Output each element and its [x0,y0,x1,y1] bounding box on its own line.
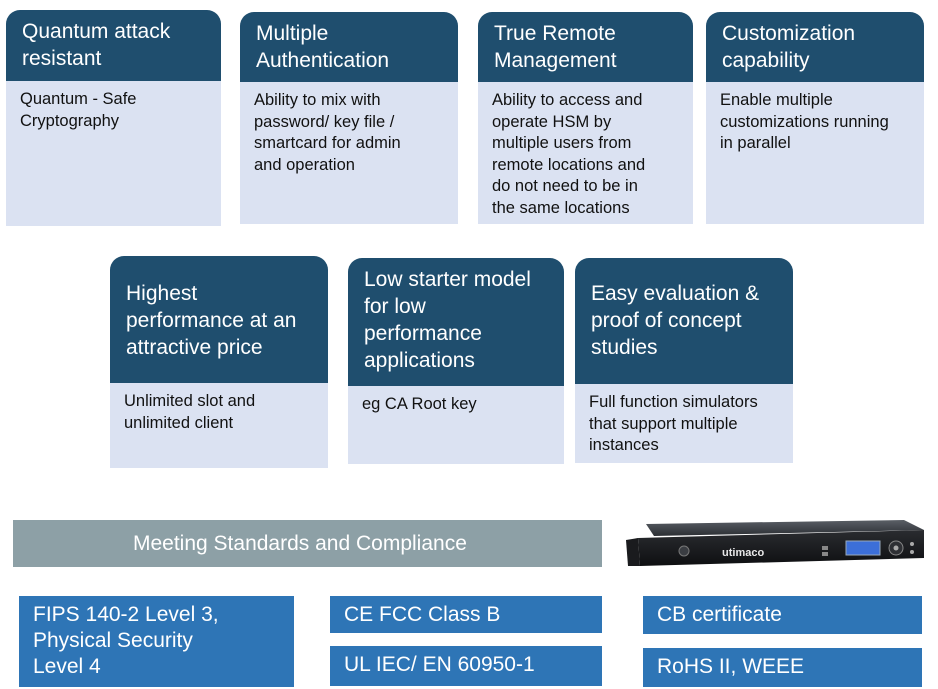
feature-card-customization: Customization capability Enable multiple… [706,12,924,224]
feature-card-starter-model: Low starter model for low performance ap… [348,258,564,464]
feature-card-authentication: Multiple Authentication Ability to mix w… [240,12,458,224]
card-body: Ability to access and operate HSM by mul… [478,82,693,224]
card-body: Enable multiple customizations running i… [706,82,924,224]
card-title: Low starter model for low performance ap… [348,258,564,386]
card-title: True Remote Management [478,12,693,82]
card-title: Easy evaluation & proof of concept studi… [575,258,793,384]
feature-card-evaluation: Easy evaluation & proof of concept studi… [575,258,793,463]
hsm-appliance-icon: utimaco [624,518,926,570]
card-body: Unlimited slot and unlimited client [110,383,328,468]
card-body: Ability to mix with password/ key file /… [240,82,458,224]
standard-cb-certificate: CB certificate [643,596,922,634]
card-body: eg CA Root key [348,386,564,464]
card-title: Highest performance at an attractive pri… [110,256,328,383]
standard-ul-iec: UL IEC/ EN 60950-1 [330,646,602,686]
card-title: Multiple Authentication [240,12,458,82]
standard-fips: FIPS 140-2 Level 3, Physical Security Le… [19,596,294,687]
card-title: Customization capability [706,12,924,82]
feature-card-quantum: Quantum attack resistant Quantum - Safe … [6,10,221,226]
card-body: Full function simulators that support mu… [575,384,793,463]
standard-rohs-weee: RoHS II, WEEE [643,648,922,687]
card-title: Quantum attack resistant [6,10,221,81]
standard-ce-fcc: CE FCC Class B [330,596,602,633]
feature-card-performance: Highest performance at an attractive pri… [110,256,328,468]
feature-card-remote-management: True Remote Management Ability to access… [478,12,693,224]
device-brand: utimaco [722,547,764,559]
standards-heading: Meeting Standards and Compliance [13,520,602,567]
card-body: Quantum - Safe Cryptography [6,81,221,226]
